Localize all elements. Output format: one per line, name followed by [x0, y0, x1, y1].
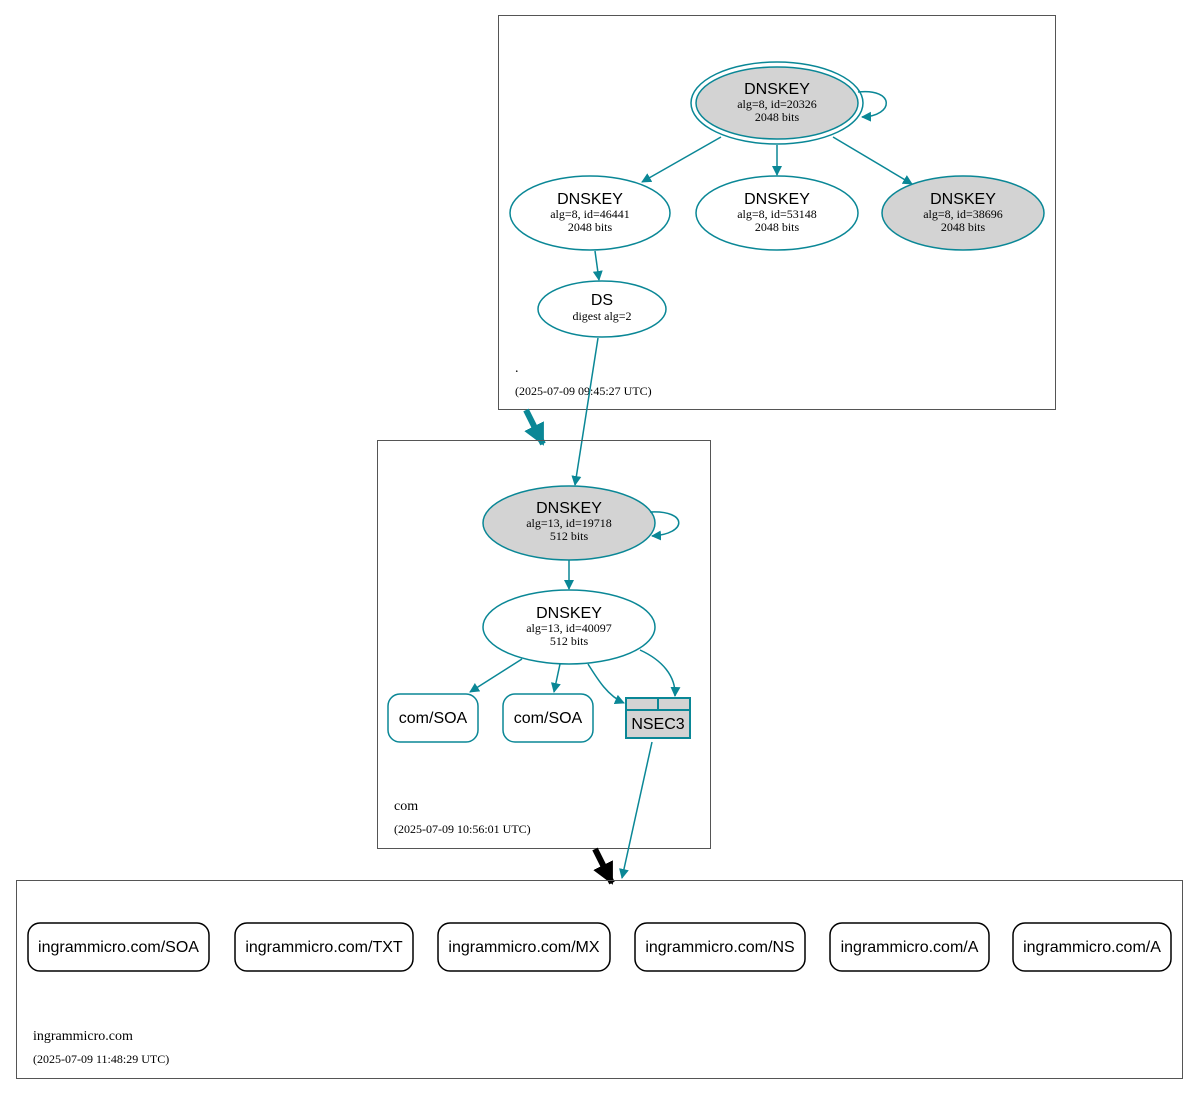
signature-edge — [832, 136, 913, 185]
zone-com: DNSKEY alg=13, id=19718 512 bits DNSKEY … — [377, 440, 711, 849]
zone-timestamp: (2025-07-09 09:45:27 UTC) — [515, 384, 652, 398]
rrset-label: ingrammicro.com/A — [841, 939, 979, 956]
rrset-node-ingrammicro-ns[interactable]: ingrammicro.com/NS — [634, 922, 806, 972]
dnskey-size: 512 bits — [550, 634, 589, 648]
insecure-delegation-edge — [592, 847, 615, 885]
ds-detail: digest alg=2 — [572, 309, 631, 323]
rrset-node-soa[interactable]: com/SOA — [502, 693, 594, 743]
zone-name: ingrammicro.com — [33, 1029, 133, 1044]
dnskey-title: DNSKEY — [744, 191, 810, 208]
zone-ingrammicro: ingrammicro.com/SOA ingrammicro.com/TXT … — [16, 880, 1183, 1079]
dnskey-node-19718[interactable]: DNSKEY alg=13, id=19718 512 bits — [482, 485, 656, 561]
zone-ingrammicro-border — [16, 880, 1183, 1079]
zone-name: com — [394, 799, 418, 814]
zone-root: DNSKEY alg=8, id=20326 2048 bits DNSKEY … — [498, 15, 1056, 410]
signature-edge — [641, 136, 722, 183]
ds-title: DS — [591, 292, 613, 309]
signature-edge — [550, 663, 561, 693]
rrset-label: ingrammicro.com/A — [1023, 939, 1161, 956]
signature-edge — [639, 649, 681, 697]
rrset-node-ingrammicro-soa[interactable]: ingrammicro.com/SOA — [27, 922, 210, 972]
ds-to-dnskey-edge — [571, 337, 599, 486]
dnskey-title: DNSKEY — [536, 500, 602, 517]
rrset-node-ingrammicro-txt[interactable]: ingrammicro.com/TXT — [234, 922, 414, 972]
zone-root-border — [498, 15, 1056, 410]
dnskey-title: DNSKEY — [744, 81, 810, 98]
zone-timestamp: (2025-07-09 11:48:29 UTC) — [33, 1052, 169, 1066]
rrset-label: ingrammicro.com/TXT — [245, 939, 403, 956]
nsec3-label: NSEC3 — [631, 716, 684, 733]
rrset-label: com/SOA — [399, 710, 468, 727]
dnskey-size: 2048 bits — [941, 220, 986, 234]
zone-name: . — [515, 361, 519, 376]
nsec3-node[interactable]: NSEC3 — [625, 697, 691, 739]
dnskey-detail: alg=13, id=19718 — [526, 516, 612, 530]
dnskey-size: 2048 bits — [755, 220, 800, 234]
dnskey-size: 512 bits — [550, 529, 589, 543]
rrset-label: ingrammicro.com/MX — [448, 939, 599, 956]
dnskey-node-46441[interactable]: DNSKEY alg=8, id=46441 2048 bits — [509, 175, 671, 251]
rrset-node-ingrammicro-a[interactable]: ingrammicro.com/A — [1012, 922, 1172, 972]
rrset-label: ingrammicro.com/SOA — [38, 939, 199, 956]
dnskey-detail: alg=8, id=53148 — [737, 207, 817, 221]
dnskey-detail: alg=13, id=40097 — [526, 621, 612, 635]
zone-com-border — [377, 440, 711, 849]
ds-node[interactable]: DS digest alg=2 — [537, 280, 667, 338]
rrset-node-ingrammicro-mx[interactable]: ingrammicro.com/MX — [437, 922, 611, 972]
dnskey-node-20326[interactable]: DNSKEY alg=8, id=20326 2048 bits — [690, 61, 864, 145]
dnskey-node-40097[interactable]: DNSKEY alg=13, id=40097 512 bits — [482, 589, 656, 665]
dnskey-title: DNSKEY — [557, 191, 623, 208]
rrset-label: ingrammicro.com/NS — [645, 939, 794, 956]
rrset-label: com/SOA — [514, 710, 583, 727]
self-signature-edge — [649, 511, 680, 541]
dnskey-detail: alg=8, id=20326 — [737, 97, 817, 111]
signature-edge — [587, 663, 625, 704]
dnskey-node-53148[interactable]: DNSKEY alg=8, id=53148 2048 bits — [695, 175, 859, 251]
nsec3-proof-edge — [619, 741, 653, 879]
self-signature-edge — [857, 90, 887, 122]
zone-timestamp: (2025-07-09 10:56:01 UTC) — [394, 822, 531, 836]
dnskey-node-38696[interactable]: DNSKEY alg=8, id=38696 2048 bits — [881, 175, 1045, 251]
dnskey-title: DNSKEY — [930, 191, 996, 208]
dnskey-title: DNSKEY — [536, 605, 602, 622]
signature-edge — [469, 658, 523, 693]
dnskey-detail: alg=8, id=38696 — [923, 207, 1003, 221]
digest-edge — [592, 250, 603, 281]
dnskey-detail: alg=8, id=46441 — [550, 207, 630, 221]
rrset-node-ingrammicro-a[interactable]: ingrammicro.com/A — [829, 922, 990, 972]
rrset-node-soa[interactable]: com/SOA — [387, 693, 479, 743]
secure-delegation-edge — [523, 408, 546, 446]
dnskey-size: 2048 bits — [568, 220, 613, 234]
dnskey-size: 2048 bits — [755, 110, 800, 124]
